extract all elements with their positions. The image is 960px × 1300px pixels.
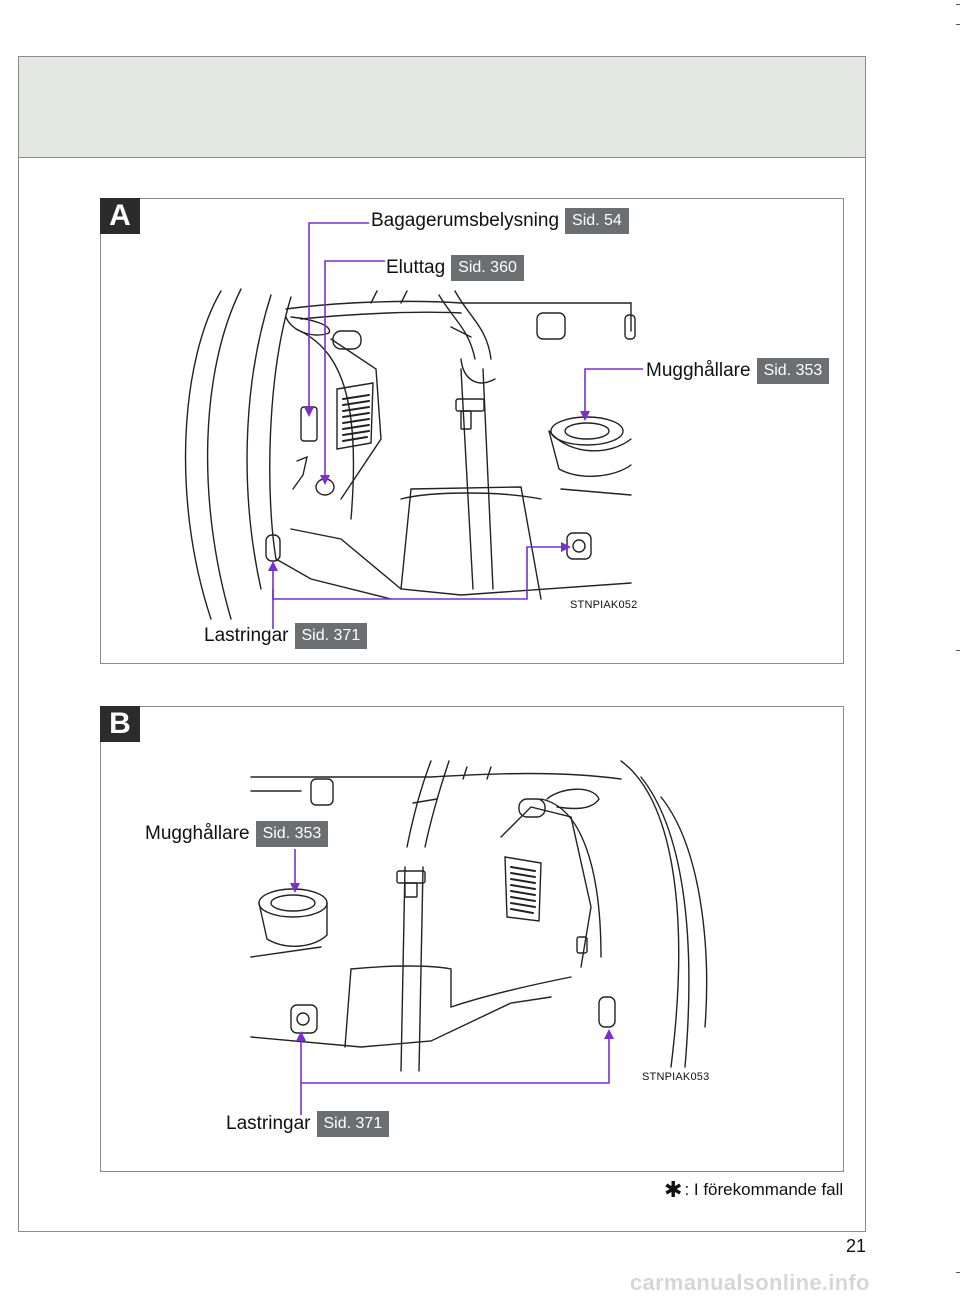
- figure-code: STNPIAK052: [570, 599, 638, 611]
- figure-panel-b: B: [100, 706, 844, 1172]
- callout-mugghallare: Mugghållare Sid. 353: [145, 821, 329, 847]
- page-ref-badge[interactable]: Sid. 353: [255, 821, 329, 847]
- callout-lastringar: Lastringar Sid. 371: [204, 623, 368, 649]
- callout-mugghallare: Mugghållare Sid. 353: [646, 358, 830, 384]
- page-frame: [18, 56, 866, 1232]
- trunk-illustration-b: [250, 760, 708, 1115]
- page-ref-badge[interactable]: Sid. 360: [451, 255, 524, 281]
- page-ref-badge[interactable]: Sid. 371: [316, 1111, 390, 1137]
- page-number: 21: [846, 1236, 867, 1256]
- callout-label: Lastringar: [226, 1113, 311, 1134]
- callout-bagagerumsbelysning: Bagagerumsbelysning Sid. 54: [371, 208, 629, 234]
- callout-label: Mugghållare: [646, 360, 751, 381]
- watermark: carmanualsonline.info: [630, 1270, 870, 1295]
- footnote: ✱ : I förekommande fall: [664, 1177, 844, 1202]
- page-ref-badge[interactable]: Sid. 54: [565, 208, 629, 234]
- page-ref-badge[interactable]: Sid. 371: [294, 623, 368, 649]
- callout-lastringar: Lastringar Sid. 371: [226, 1111, 390, 1137]
- callout-label: Mugghållare: [145, 823, 250, 844]
- crop-mark: [956, 650, 960, 651]
- callout-label: Eluttag: [386, 257, 446, 278]
- page-ref-badge[interactable]: Sid. 353: [756, 358, 830, 384]
- crop-mark: [956, 4, 960, 5]
- figure-panel-a: A: [100, 198, 844, 664]
- footnote-text: : I förekommande fall: [684, 1180, 844, 1199]
- trunk-illustration-a: [184, 222, 643, 629]
- header-band: [19, 57, 865, 158]
- callout-label: Bagagerumsbelysning: [371, 210, 560, 231]
- callout-eluttag: Eluttag Sid. 360: [386, 255, 524, 281]
- callout-label: Lastringar: [204, 625, 289, 646]
- panel-tag-a: A: [100, 198, 140, 234]
- panel-tag-b: B: [100, 706, 140, 742]
- asterisk-icon: ✱: [664, 1177, 683, 1202]
- figure-code: STNPIAK053: [642, 1071, 710, 1083]
- crop-mark: [956, 1272, 960, 1273]
- crop-mark: [956, 24, 960, 25]
